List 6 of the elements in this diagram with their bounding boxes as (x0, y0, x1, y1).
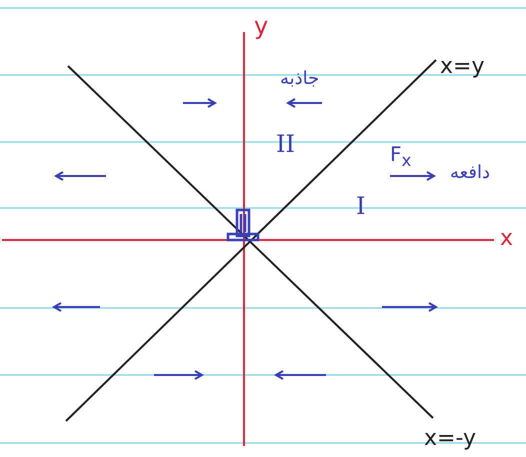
line-equation: x=-y (424, 428, 476, 450)
axis-label: y (254, 14, 268, 38)
force-label: دافعه (450, 164, 490, 182)
force-label: F$_{x}$ (390, 144, 412, 170)
axis-label: x (500, 228, 514, 250)
line-equation: x=y (440, 56, 484, 78)
